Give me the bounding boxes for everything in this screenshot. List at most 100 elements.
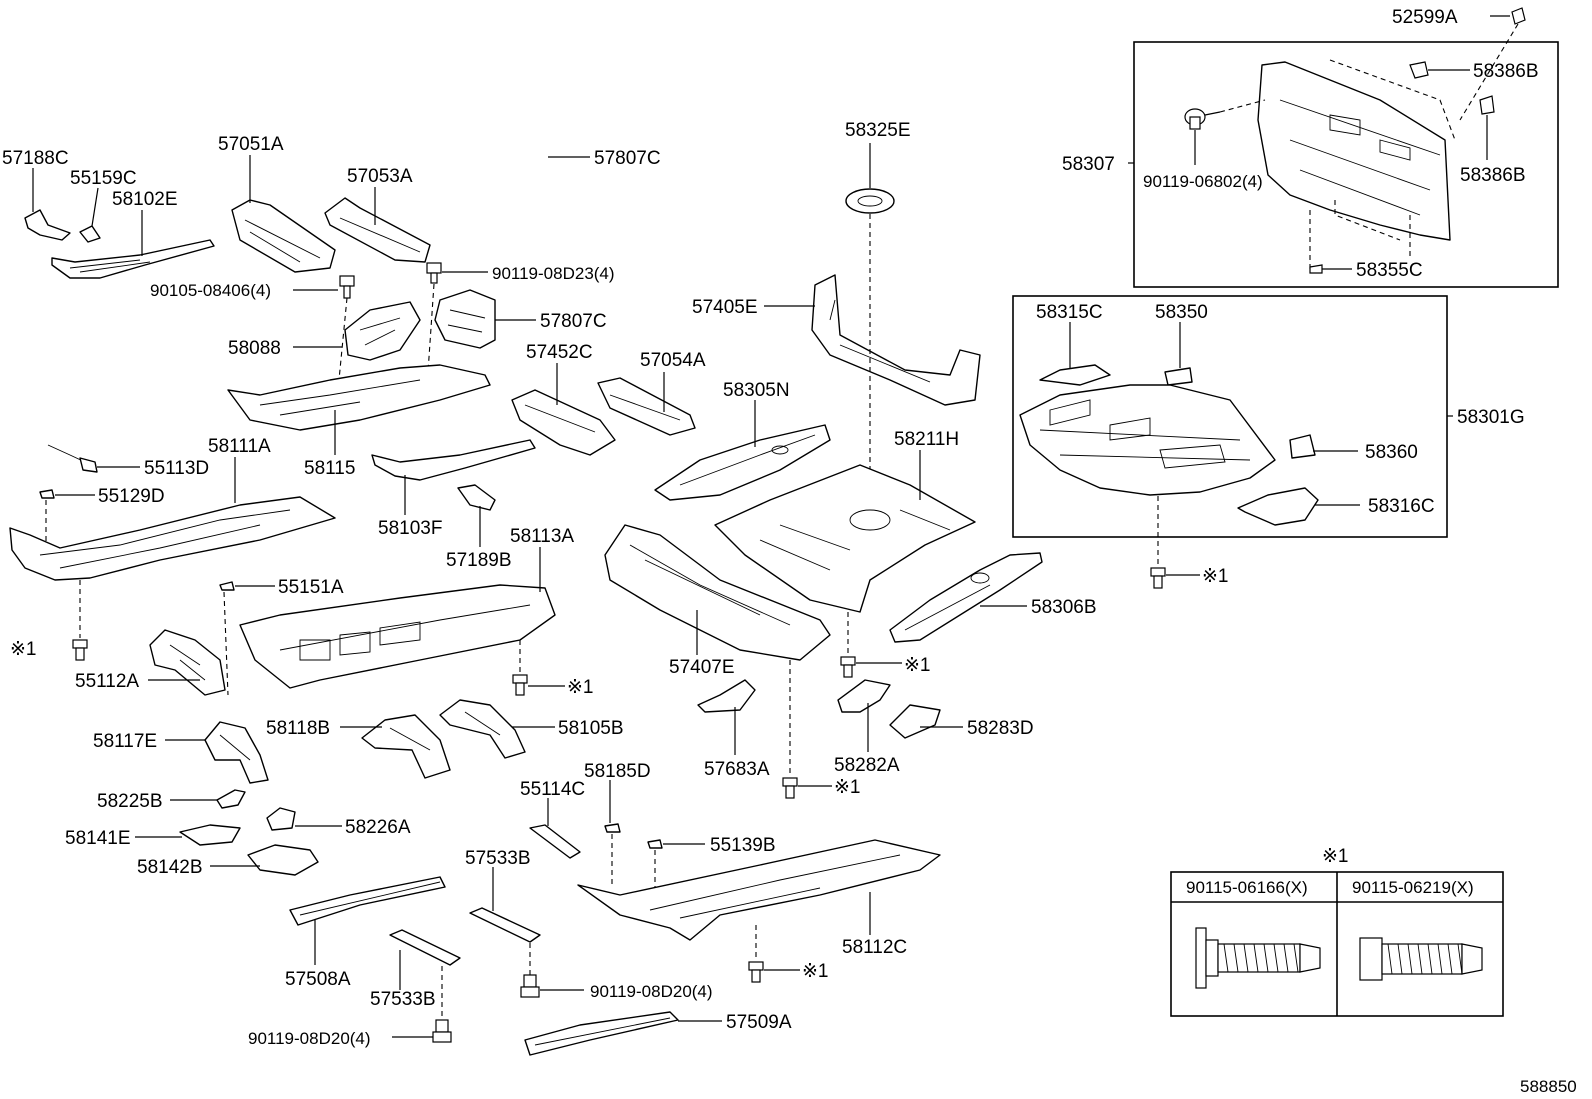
label-55159C: 55159C [70, 168, 137, 189]
part-58306B-group [889, 552, 1043, 643]
label-55139B: 55139B [710, 835, 776, 856]
label-58117E: 58117E [93, 731, 157, 752]
label-58113A: 58113A [510, 526, 574, 547]
part-58305N-group [654, 400, 831, 501]
bolt-90115-06219-illustration [1359, 937, 1483, 981]
legend-col-1: 90115-06166(X) [1186, 878, 1308, 897]
label-58350: 58350 [1155, 302, 1208, 323]
label-58226A: 58226A [345, 817, 411, 838]
footnote-marker-1: ※1 [10, 639, 37, 660]
part-58282A-group [837, 679, 891, 752]
label-58115: 58115 [304, 458, 355, 479]
label-58325E: 58325E [845, 120, 911, 141]
label-58088: 58088 [228, 338, 281, 359]
label-57188C: 57188C [2, 148, 69, 169]
label-57807C: 57807C [540, 311, 607, 332]
part-58360-group [1289, 434, 1358, 459]
part-58211H-group [714, 450, 976, 655]
label-57533B-upper: 57533B [465, 848, 531, 869]
label-57189B: 57189B [446, 550, 512, 571]
part-57407E-group [604, 524, 831, 775]
label-58142B: 58142B [137, 857, 203, 878]
bolt-58111A [72, 639, 88, 661]
bolt-90119-06802 [1184, 99, 1266, 165]
label-55151A: 55151A [278, 577, 344, 598]
part-57189B-group [457, 484, 496, 547]
label-57407E: 57407E [669, 657, 735, 678]
bolt-90105-08406 [293, 275, 355, 391]
label-55112A: 55112A [75, 671, 139, 692]
bolt-58113A [512, 674, 565, 696]
footnote-marker-6: ※1 [1202, 566, 1229, 587]
part-57508A-group [289, 876, 446, 965]
label-58307: 58307 [1062, 154, 1115, 175]
label-58225B: 58225B [97, 791, 163, 812]
diagram-id: 588850 [1520, 1077, 1577, 1096]
part-58142B-group [210, 844, 319, 876]
label-90119-06802: 90119-06802(4) [1143, 172, 1263, 191]
part-57053A-group [324, 187, 431, 263]
clip-58386B-b [1479, 95, 1495, 160]
part-58112C-group [577, 839, 941, 960]
bolt-90119-08D23 [426, 262, 488, 373]
bolt-58301G [1150, 567, 1200, 589]
part-58118B-group [340, 714, 451, 779]
part-57533B-upper-group [469, 867, 541, 975]
part-58117E-group [165, 721, 269, 784]
part-55112A-group [148, 629, 226, 696]
part-57683A-group [697, 679, 756, 755]
label-58103F: 58103F [378, 518, 442, 539]
part-58301G-group [1019, 384, 1453, 565]
part-58307-group [1128, 61, 1451, 241]
label-55129D: 55129D [98, 486, 165, 507]
label-57051A: 57051A [218, 134, 284, 155]
part-58350-group [1164, 322, 1193, 386]
legend-col-2: 90115-06219(X) [1352, 878, 1474, 897]
part-57509A-group [524, 1011, 722, 1056]
part-58226A-group [266, 807, 342, 831]
label-58282A: 58282A [834, 755, 900, 776]
part-57405E-group [764, 274, 981, 406]
label-57508A: 57508A [285, 969, 351, 990]
label-57405E: 57405E [692, 297, 758, 318]
label-90105-08406: 90105-08406(4) [150, 281, 271, 300]
bolt-90119-08D20-upper [520, 974, 584, 998]
part-58088-group [293, 301, 421, 361]
label-58386B-b: 58386B [1460, 165, 1526, 186]
part-57051A-group [231, 155, 336, 273]
label-58360: 58360 [1365, 442, 1418, 463]
label-52599A: 52599A [1392, 7, 1458, 28]
label-58211H: 58211H [894, 429, 959, 450]
label-58355C: 58355C [1356, 260, 1423, 281]
part-58105B-group [439, 699, 555, 759]
part-58141E-group [135, 824, 241, 846]
label-90119-08D20-upper: 90119-08D20(4) [590, 982, 713, 1001]
part-58185D-group [604, 780, 621, 888]
part-57452C-group [511, 363, 616, 456]
part-55151A-group [219, 581, 275, 696]
label-58141E: 58141E [65, 828, 131, 849]
label-58305N: 58305N [723, 380, 790, 401]
label-58185D: 58185D [584, 761, 651, 782]
part-58115-group [227, 364, 491, 455]
bolt-90119-08D20-lower [392, 1019, 452, 1043]
part-57807C-group [434, 289, 536, 349]
label-58315C: 58315C [1036, 302, 1103, 323]
label-57683A: 57683A [704, 759, 770, 780]
label-57452C: 57452C [526, 342, 593, 363]
part-55114C-group [529, 798, 581, 859]
label-58112C: 58112C [842, 937, 907, 958]
label-90119-08D23: 90119-08D23(4) [492, 264, 615, 283]
label-58118B: 58118B [266, 718, 330, 739]
part-57054A-group [597, 372, 696, 436]
legend-header: ※1 [1322, 846, 1349, 867]
part-58315C-group [1039, 322, 1111, 386]
label-90119-08D20-lower: 90119-08D20(4) [248, 1029, 371, 1048]
part-58225B-group [170, 789, 246, 809]
part-58113A-group [239, 547, 556, 689]
assembly-box-58307 [1133, 41, 1559, 288]
part-55129D-group [39, 489, 95, 545]
label-57054A: 57054A [640, 350, 706, 371]
bolt-57407E [782, 777, 832, 799]
part-58316C-group [1237, 487, 1360, 526]
